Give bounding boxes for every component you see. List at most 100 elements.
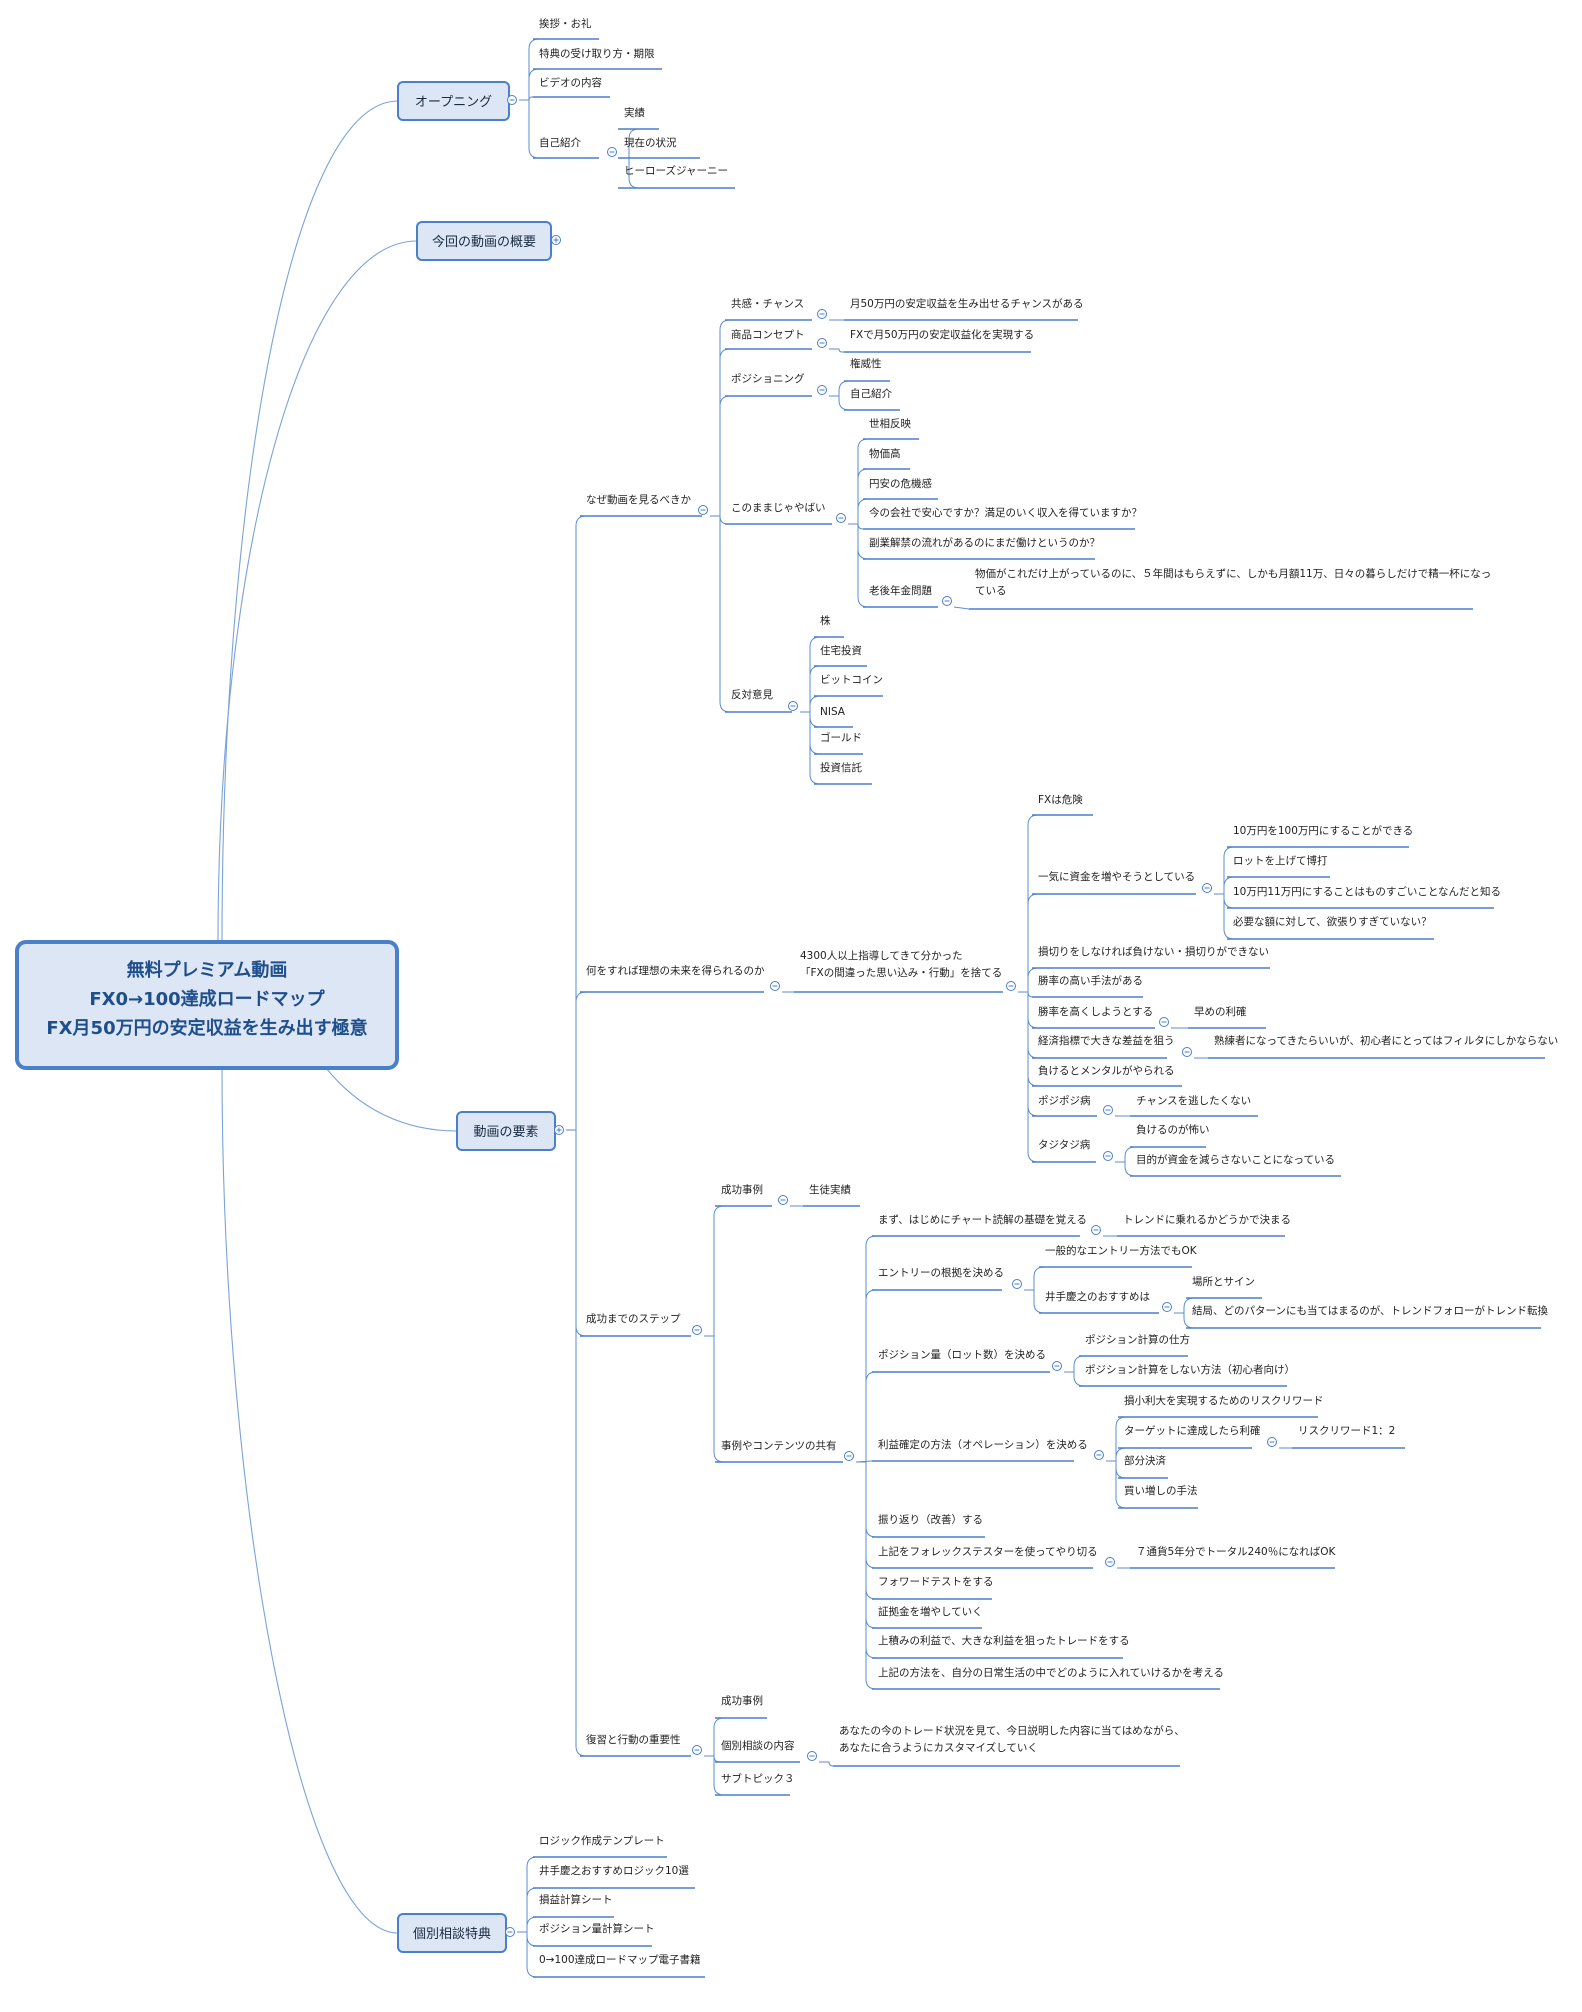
branch-m6[interactable]: 経済指標で大きな差益を狙う bbox=[1038, 1034, 1175, 1047]
branch-s1e1[interactable]: 株 bbox=[820, 614, 831, 627]
branch-m2c[interactable]: 10万円11万円にすることはものすごいことなんだと知る bbox=[1233, 885, 1501, 898]
branch-p10[interactable]: 上記の方法を、自分の日常生活の中でどのように入れていけるかを考える bbox=[878, 1666, 1224, 1679]
topic-t1[interactable]: オープニング bbox=[397, 81, 510, 121]
branch-s1c[interactable]: ポジショニング bbox=[731, 372, 805, 385]
branch-m3[interactable]: 損切りをしなければ負けない・損切りができない bbox=[1038, 945, 1269, 958]
branch-t1d1[interactable]: 実績 bbox=[624, 106, 645, 119]
branch-s4c[interactable]: サブトピック３ bbox=[721, 1772, 795, 1785]
branch-m8[interactable]: ポジポジ病 bbox=[1038, 1094, 1091, 1107]
branch-p5[interactable]: 振り返り（改善）する bbox=[878, 1513, 983, 1526]
branch-s3a1[interactable]: 生徒実績 bbox=[809, 1183, 851, 1196]
collapse-toggle-m6[interactable] bbox=[1182, 1047, 1192, 1057]
branch-s1e4[interactable]: NISA bbox=[820, 706, 846, 718]
collapse-toggle-s3b[interactable] bbox=[844, 1451, 854, 1461]
branch-s1c2[interactable]: 自己紹介 bbox=[850, 387, 892, 400]
branch-t1d[interactable]: 自己紹介 bbox=[539, 136, 581, 149]
branch-p2b[interactable]: 井手慶之のおすすめは bbox=[1045, 1290, 1150, 1303]
branch-m5[interactable]: 勝率を高くしようとする bbox=[1038, 1005, 1153, 1018]
branch-s3a[interactable]: 成功事例 bbox=[721, 1183, 763, 1196]
collapse-toggle-s3[interactable] bbox=[692, 1325, 702, 1335]
branch-s1e[interactable]: 反対意見 bbox=[731, 688, 773, 701]
collapse-toggle-m8[interactable] bbox=[1103, 1105, 1113, 1115]
collapse-toggle-t1[interactable] bbox=[507, 95, 517, 105]
collapse-toggle-t1d[interactable] bbox=[607, 147, 617, 157]
branch-p8[interactable]: 証拠金を増やしていく bbox=[878, 1605, 983, 1618]
branch-m6a[interactable]: 熟練者になってきたらいいが、初心者にとってはフィルタにしかならない bbox=[1214, 1034, 1558, 1047]
branch-p2b2[interactable]: 結局、どのパターンにも当てはまるのが、トレンドフォローがトレンド転換 bbox=[1192, 1304, 1549, 1317]
collapse-toggle-s1c[interactable] bbox=[817, 385, 827, 395]
branch-s1a[interactable]: 共感・チャンス bbox=[731, 297, 804, 310]
branch-s1d5[interactable]: 副業解禁の流れがあるのにまだ働けというのか？ bbox=[869, 536, 1100, 549]
branch-p3[interactable]: ポジション量（ロット数）を決める bbox=[878, 1348, 1046, 1361]
branch-s1e2[interactable]: 住宅投資 bbox=[820, 644, 862, 657]
branch-m7[interactable]: 負けるとメンタルがやられる bbox=[1038, 1064, 1175, 1077]
branch-s1d[interactable]: このままじゃやばい bbox=[731, 502, 826, 514]
branch-s2a[interactable]: 4300人以上指導してきて分かった「FXの間違った思い込み・行動」を捨てる bbox=[800, 949, 1002, 979]
branch-m2a[interactable]: 10万円を100万円にすることができる bbox=[1233, 824, 1413, 837]
branch-s4[interactable]: 復習と行動の重要性 bbox=[586, 1733, 681, 1746]
branch-p1a[interactable]: トレンドに乗れるかどうかで決まる bbox=[1123, 1214, 1291, 1226]
branch-p6a[interactable]: ７通貨5年分でトータル240％になればOK bbox=[1136, 1545, 1336, 1558]
collapse-toggle-t4[interactable] bbox=[505, 1927, 515, 1937]
collapse-toggle-s3a[interactable] bbox=[778, 1195, 788, 1205]
branch-s1[interactable]: なぜ動画を見るべきか bbox=[586, 493, 691, 506]
branch-t1d3[interactable]: ヒーローズジャーニー bbox=[624, 164, 728, 177]
central-topic[interactable]: 無料プレミアム動画 FX0→100達成ロードマップ FX月50万円の安定収益を生… bbox=[15, 940, 399, 1070]
branch-s1d6a[interactable]: 物価がこれだけ上がっているのに、５年間はもらえずに、しかも月額11万、日々の暮ら… bbox=[975, 567, 1491, 597]
collapse-toggle-s2a[interactable] bbox=[1006, 981, 1016, 991]
collapse-toggle-p4[interactable] bbox=[1094, 1450, 1104, 1460]
branch-m2[interactable]: 一気に資金を増やそうとしている bbox=[1038, 870, 1195, 883]
branch-p4d[interactable]: 買い増しの手法 bbox=[1124, 1484, 1198, 1497]
collapse-toggle-t3[interactable] bbox=[554, 1125, 564, 1135]
collapse-toggle-p2[interactable] bbox=[1012, 1279, 1022, 1289]
branch-p1[interactable]: まず、はじめにチャート読解の基礎を覚える bbox=[878, 1213, 1087, 1226]
collapse-toggle-p4b[interactable] bbox=[1267, 1437, 1277, 1447]
branch-p6[interactable]: 上記をフォレックステスターを使ってやり切る bbox=[878, 1545, 1098, 1558]
branch-t4b[interactable]: 井手慶之おすすめロジック10選 bbox=[539, 1864, 689, 1877]
branch-s4a[interactable]: 成功事例 bbox=[721, 1694, 763, 1707]
branch-s3[interactable]: 成功までのステップ bbox=[586, 1313, 681, 1325]
branch-p4b1[interactable]: リスクリワード1：2 bbox=[1298, 1425, 1395, 1437]
collapse-toggle-s1d[interactable] bbox=[836, 513, 846, 523]
branch-s1d1[interactable]: 世相反映 bbox=[869, 417, 911, 430]
topic-t2[interactable]: 今回の動画の概要 bbox=[416, 221, 552, 261]
branch-s4b[interactable]: 個別相談の内容 bbox=[721, 1739, 795, 1752]
branch-p4c[interactable]: 部分決済 bbox=[1124, 1454, 1166, 1467]
branch-m9b[interactable]: 目的が資金を減らさないことになっている bbox=[1136, 1153, 1335, 1166]
branch-t4d[interactable]: ポジション量計算シート bbox=[539, 1922, 655, 1935]
branch-p3a[interactable]: ポジション計算の仕方 bbox=[1085, 1333, 1190, 1346]
central-topic-box[interactable] bbox=[15, 940, 399, 1070]
branch-t1d2[interactable]: 現在の状況 bbox=[624, 136, 677, 149]
branch-s1c1[interactable]: 権威性 bbox=[850, 357, 882, 370]
branch-s1e6[interactable]: 投資信託 bbox=[820, 761, 862, 774]
branch-s1d3[interactable]: 円安の危機感 bbox=[869, 477, 932, 490]
branch-m9a[interactable]: 負けるのが怖い bbox=[1136, 1123, 1210, 1136]
branch-m4[interactable]: 勝率の高い手法がある bbox=[1038, 974, 1143, 987]
branch-s1d2[interactable]: 物価高 bbox=[869, 447, 901, 460]
branch-s1e5[interactable]: ゴールド bbox=[820, 731, 862, 744]
branch-m8a[interactable]: チャンスを逃したくない bbox=[1136, 1094, 1251, 1107]
branch-m9[interactable]: タジタジ病 bbox=[1038, 1138, 1091, 1151]
collapse-toggle-m2[interactable] bbox=[1202, 883, 1212, 893]
branch-t4e[interactable]: 0→100達成ロードマップ電子書籍 bbox=[539, 1953, 701, 1966]
branch-p4[interactable]: 利益確定の方法（オペレーション）を決める bbox=[878, 1438, 1088, 1451]
branch-m5a[interactable]: 早めの利確 bbox=[1194, 1005, 1247, 1018]
collapse-toggle-s4[interactable] bbox=[692, 1745, 702, 1755]
collapse-toggle-p6[interactable] bbox=[1105, 1557, 1115, 1567]
branch-p4a[interactable]: 損小利大を実現するためのリスクリワード bbox=[1124, 1394, 1324, 1407]
branch-s1d6[interactable]: 老後年金問題 bbox=[869, 584, 932, 597]
branch-t4a[interactable]: ロジック作成テンプレート bbox=[539, 1835, 665, 1847]
branch-t1c[interactable]: ビデオの内容 bbox=[539, 76, 602, 89]
collapse-toggle-m5[interactable] bbox=[1159, 1017, 1169, 1027]
collapse-toggle-p3[interactable] bbox=[1052, 1361, 1062, 1371]
branch-p3b[interactable]: ポジション計算をしない方法（初心者向け） bbox=[1085, 1363, 1295, 1376]
branch-s4b1[interactable]: あなたの今のトレード状況を見て、今日説明した内容に当てはめながら、あなたに合うよ… bbox=[839, 1724, 1185, 1754]
collapse-toggle-m9[interactable] bbox=[1103, 1151, 1113, 1161]
collapse-toggle-s1e[interactable] bbox=[788, 701, 798, 711]
branch-s3b[interactable]: 事例やコンテンツの共有 bbox=[721, 1439, 837, 1452]
branch-s1e3[interactable]: ビットコイン bbox=[820, 674, 883, 686]
branch-p2b1[interactable]: 場所とサイン bbox=[1192, 1275, 1255, 1288]
branch-t4c[interactable]: 損益計算シート bbox=[539, 1893, 613, 1906]
topic-box[interactable] bbox=[416, 221, 552, 261]
branch-s1b[interactable]: 商品コンセプト bbox=[731, 328, 805, 341]
